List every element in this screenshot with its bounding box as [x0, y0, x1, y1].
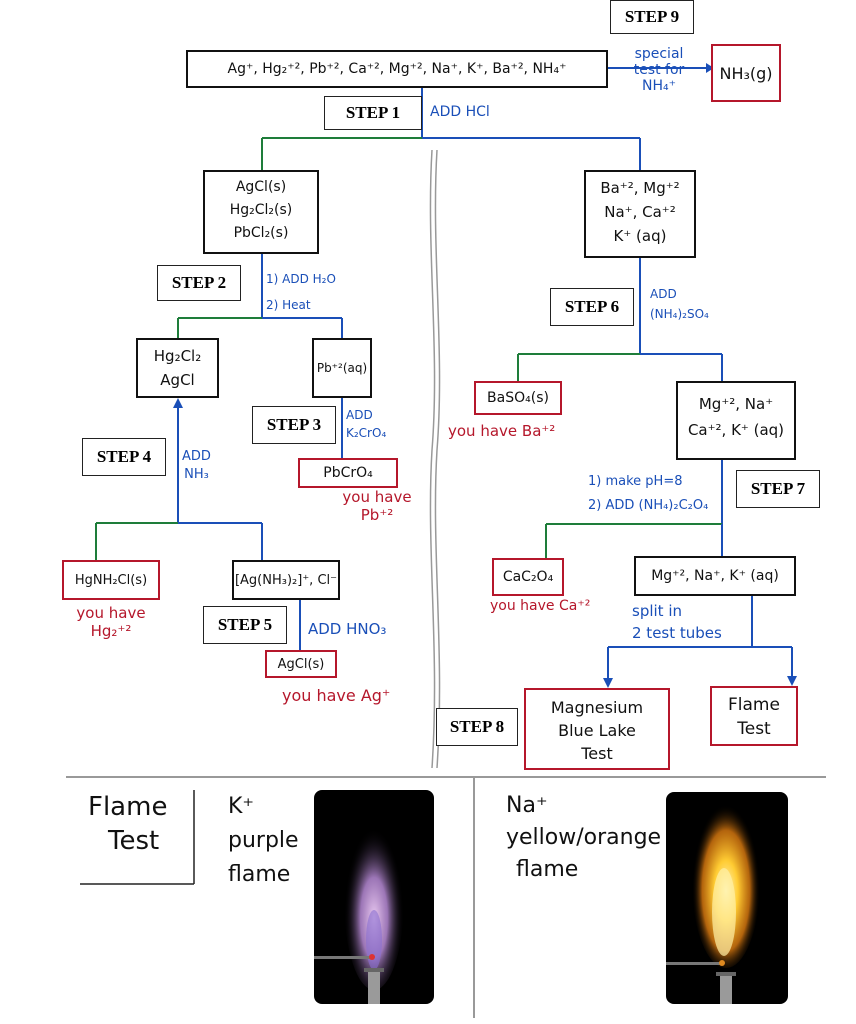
you-have-hg-note: you have Hg₂⁺²: [62, 604, 160, 640]
blue-lake-text: Blue Lake: [558, 721, 636, 740]
ba-mg-text: Ba⁺², Mg⁺²: [600, 179, 680, 197]
flame-text: Flame: [728, 695, 780, 715]
mg-na-k-aq-box: Mg⁺², Na⁺, K⁺ (aq): [634, 556, 796, 596]
purple-text: purple: [228, 828, 299, 853]
add-sulfate-line-2: (NH₄)₂SO₄: [650, 307, 709, 321]
add-k2cro4-line-1: ADD: [346, 408, 373, 422]
flame-heading-line-1: Flame: [88, 792, 168, 822]
special-test-line-1: special: [634, 46, 684, 62]
flame-k-text: flame: [228, 862, 291, 887]
special-test-line-2: test for: [633, 62, 685, 78]
cac2o4-box: CaC₂O₄: [492, 558, 564, 596]
add-k2cro4-line-2: K₂CrO₄: [346, 426, 387, 440]
baso4-box: BaSO₄(s): [474, 381, 562, 415]
add-hcl-label: ADD HCl: [430, 104, 490, 120]
add-nh3-line-2: NH₃: [184, 467, 209, 482]
mg-na-ca-k-box: Mg⁺², Na⁺ Ca⁺², K⁺ (aq): [676, 381, 796, 460]
split-line-2: 2 test tubes: [632, 624, 722, 642]
cation-mixture-box: Ag⁺, Hg₂⁺², Pb⁺², Ca⁺², Mg⁺², Na⁺, K⁺, B…: [186, 50, 608, 88]
yellow-flame-image: [666, 792, 788, 1004]
k-aq-text: K⁺ (aq): [613, 227, 667, 245]
pb-aq-box: Pb⁺²(aq): [312, 338, 372, 398]
hg2cl2-text: Hg₂Cl₂: [153, 347, 202, 365]
split-line-1: split in: [632, 602, 682, 620]
you-have-ba-note: you have Ba⁺²: [448, 422, 556, 440]
step-2-instructions: 1) ADD H₂O 2) Heat: [266, 266, 336, 318]
add-sulfate-line-1: ADD: [650, 287, 677, 301]
split-note: split in 2 test tubes: [632, 600, 722, 644]
magnesium-test-box: Magnesium Blue Lake Test: [524, 688, 670, 770]
silver-ammine-complex-box: [Ag(NH₃)₂]⁺, Cl⁻: [232, 560, 340, 600]
add-sulfate-note: ADD (NH₄)₂SO₄: [650, 284, 709, 324]
step-4-label: STEP 4: [82, 438, 166, 476]
potassium-note: K⁺ purple flame: [228, 790, 299, 892]
na-ion-text: Na⁺: [506, 793, 548, 818]
pbcro4-box: PbCrO₄: [298, 458, 398, 488]
make-ph-text: 1) make pH=8: [588, 474, 683, 489]
add-nh3-line-1: ADD: [182, 449, 211, 464]
you-have-hg-line-1: you have: [76, 604, 146, 622]
step-2-label: STEP 2: [157, 265, 241, 301]
agcl-text: AgCl: [160, 371, 195, 389]
magnesium-text: Magnesium: [550, 698, 644, 717]
nh3-gas-box: NH₃(g): [711, 44, 781, 102]
special-test-note: special test for NH₄⁺: [614, 46, 704, 94]
special-test-line-3: NH₄⁺: [641, 78, 676, 94]
yellow-orange-text: yellow/orange: [506, 825, 662, 850]
test-text: Test: [581, 744, 613, 763]
flame-na-text: flame: [516, 857, 579, 882]
add-oxalate-text: 2) ADD (NH₄)₂C₂O₄: [588, 498, 709, 513]
step-9-label: STEP 9: [610, 0, 694, 34]
pbcl2-s-text: PbCl₂(s): [233, 225, 289, 241]
sodium-note: Na⁺ yellow/orange flame: [506, 790, 661, 886]
chloride-precipitates-box: AgCl(s) Hg₂Cl₂(s) PbCl₂(s): [203, 170, 319, 254]
step-7-instructions: 1) make pH=8 2) ADD (NH₄)₂C₂O₄: [588, 470, 708, 518]
step-1-label: STEP 1: [324, 96, 422, 130]
you-have-pb-line-2: Pb⁺²: [360, 506, 394, 524]
k-ion-text: K⁺: [228, 794, 255, 819]
you-have-ca-note: you have Ca⁺²: [490, 598, 591, 614]
na-ca-text: Na⁺, Ca⁺²: [604, 203, 676, 221]
agcl-s-text: AgCl(s): [235, 179, 287, 195]
ca-k-text: Ca⁺², K⁺ (aq): [687, 421, 785, 439]
you-have-pb-line-1: you have: [342, 488, 412, 506]
flame-test-heading: Flame Test: [88, 790, 167, 858]
you-have-pb-note: you have Pb⁺²: [342, 488, 412, 524]
hg2cl2-agcl-box: Hg₂Cl₂ AgCl: [136, 338, 219, 398]
step-6-label: STEP 6: [550, 288, 634, 326]
flame-heading-line-2: Test: [108, 826, 160, 856]
heat-text: 2) Heat: [266, 298, 311, 312]
hg2cl2-s-text: Hg₂Cl₂(s): [229, 202, 293, 218]
agcl-s-box: AgCl(s): [265, 650, 337, 678]
step-5-label: STEP 5: [203, 606, 287, 644]
add-hno3-label: ADD HNO₃: [308, 620, 387, 638]
add-k2cro4-note: ADD K₂CrO₄: [346, 406, 386, 442]
flame-test-box: Flame Test: [710, 686, 798, 746]
you-have-hg-line-2: Hg₂⁺²: [90, 622, 132, 640]
add-nh3-note: ADD NH₃: [182, 448, 211, 484]
step-3-label: STEP 3: [252, 406, 336, 444]
add-h2o-text: 1) ADD H₂O: [266, 272, 336, 286]
step-8-label: STEP 8: [436, 708, 518, 746]
hgnh2cl-box: HgNH₂Cl(s): [62, 560, 160, 600]
step-7-label: STEP 7: [736, 470, 820, 508]
purple-flame-image: [314, 790, 434, 1004]
remaining-cations-box: Ba⁺², Mg⁺² Na⁺, Ca⁺² K⁺ (aq): [584, 170, 696, 258]
flame-test-text: Test: [737, 719, 771, 739]
you-have-ag-note: you have Ag⁺: [282, 686, 391, 705]
mg-na-text: Mg⁺², Na⁺: [698, 395, 774, 413]
